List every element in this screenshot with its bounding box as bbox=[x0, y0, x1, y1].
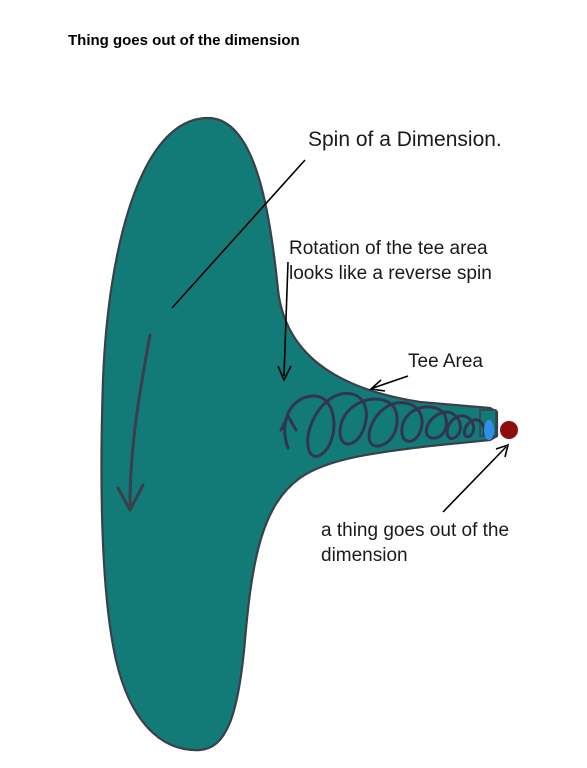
spin-pointer-line bbox=[171, 159, 306, 309]
label-rotation-line1: Rotation of the tee area bbox=[289, 238, 488, 259]
label-thing-goes-out: a thing goes out of the dimension bbox=[321, 518, 509, 568]
label-rotation-tee-area: Rotation of the tee area looks like a re… bbox=[289, 236, 492, 286]
thing-pointer-line bbox=[442, 446, 507, 513]
tee-pointer-line bbox=[372, 375, 409, 389]
rotation-pointer-line bbox=[283, 261, 289, 377]
dimension-spin-arrow bbox=[128, 333, 152, 507]
label-rotation-line2: looks like a reverse spin bbox=[289, 263, 492, 284]
red-thing bbox=[500, 421, 518, 439]
label-spin-of-dimension: Spin of a Dimension. bbox=[308, 128, 502, 151]
spiral-arrowhead bbox=[279, 414, 298, 432]
blue-marker bbox=[484, 420, 494, 440]
label-thing-line2: dimension bbox=[321, 545, 408, 566]
rotation-pointer-arrowhead bbox=[277, 365, 292, 382]
dimension-spin-arrowhead bbox=[116, 483, 145, 512]
thing-pointer-arrowhead bbox=[495, 443, 510, 458]
label-tee-area: Tee Area bbox=[408, 351, 483, 372]
page-title: Thing goes out of the dimension bbox=[68, 32, 300, 49]
tee-pointer-arrowhead bbox=[369, 379, 386, 392]
dimension-shape bbox=[100, 116, 499, 752]
label-thing-line1: a thing goes out of the bbox=[321, 520, 510, 541]
reverse-spin-spiral bbox=[283, 391, 486, 458]
